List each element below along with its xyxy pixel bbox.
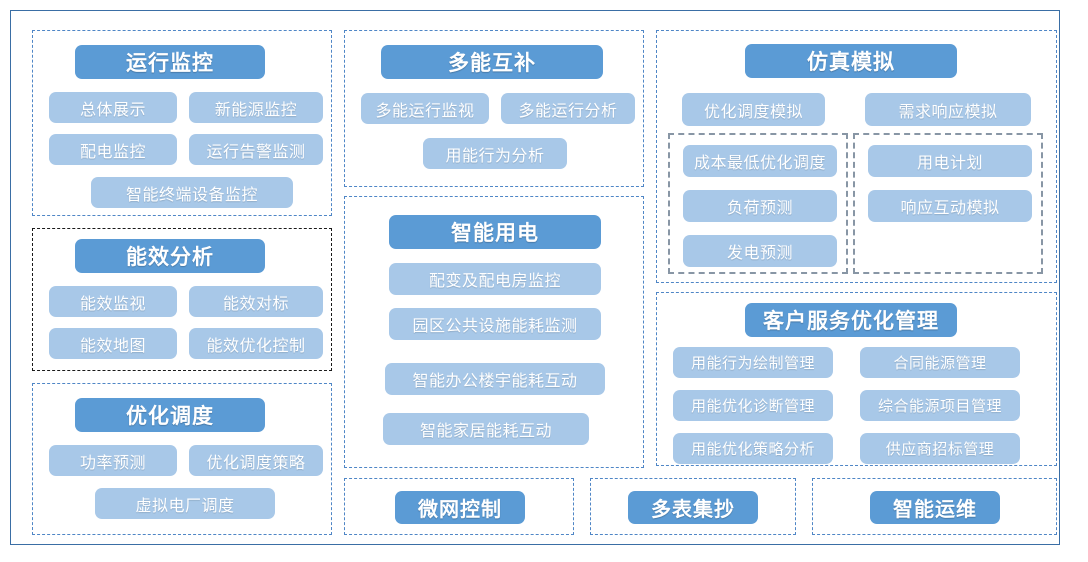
group-header-weiwang-kongzhi[interactable]: 微网控制 xyxy=(395,491,525,524)
group-youhua-diaodu[interactable]: 优化调度 功率预测 优化调度策略 虚拟电厂调度 xyxy=(32,383,332,535)
item-duoneng-yunxing-jianshi[interactable]: 多能运行监视 xyxy=(361,93,489,124)
item-xuqiu-xiangying-moni[interactable]: 需求响应模拟 xyxy=(865,93,1031,126)
item-nengxiao-duibiao[interactable]: 能效对标 xyxy=(189,286,323,317)
group-weiwang-kongzhi[interactable]: 微网控制 xyxy=(344,478,574,535)
group-header-zhineng-yongdian[interactable]: 智能用电 xyxy=(389,215,601,249)
group-header-kehu-fuwu-youhua-guanli[interactable]: 客户服务优化管理 xyxy=(745,303,957,337)
item-gongyingshang-zhaobiao-guanli[interactable]: 供应商招标管理 xyxy=(860,433,1020,464)
item-nengxiao-jianshi[interactable]: 能效监视 xyxy=(49,286,177,317)
group-header-youhua-diaodu[interactable]: 优化调度 xyxy=(75,398,265,432)
subgroup-fangzhen-left[interactable]: 成本最低优化调度 负荷预测 发电预测 xyxy=(668,133,848,274)
item-peidian-jiankong[interactable]: 配电监控 xyxy=(49,134,177,165)
group-fangzhen-moni[interactable]: 仿真模拟 优化调度模拟 需求响应模拟 成本最低优化调度 负荷预测 发电预测 用电… xyxy=(656,30,1057,283)
item-zonghe-nengyuan-xiangmu-guanli[interactable]: 综合能源项目管理 xyxy=(860,390,1020,421)
item-youhua-diaodu-celve[interactable]: 优化调度策略 xyxy=(189,445,323,476)
item-yongneng-xingwei-fenxi[interactable]: 用能行为分析 xyxy=(423,138,567,169)
group-zhineng-yunwei[interactable]: 智能运维 xyxy=(812,478,1057,535)
item-yongneng-youhua-celve-fenxi[interactable]: 用能优化策略分析 xyxy=(673,433,833,464)
group-zhineng-yongdian[interactable]: 智能用电 配变及配电房监控 园区公共设施能耗监测 智能办公楼宇能耗互动 智能家居… xyxy=(344,196,644,468)
item-xinnengyuan-jiankong[interactable]: 新能源监控 xyxy=(189,92,323,123)
group-header-nengxiao-fenxi[interactable]: 能效分析 xyxy=(75,239,265,273)
item-zhineng-zhongduan-shebei-jiankong[interactable]: 智能终端设备监控 xyxy=(91,177,293,208)
group-header-zhineng-yunwei[interactable]: 智能运维 xyxy=(870,491,1000,524)
item-chengben-zuidi-youhua-diaodu[interactable]: 成本最低优化调度 xyxy=(683,145,837,177)
item-xuni-dianchang-diaodu[interactable]: 虚拟电厂调度 xyxy=(95,488,275,519)
outer-frame xyxy=(10,10,1060,545)
subgroup-fangzhen-right[interactable]: 用电计划 响应互动模拟 xyxy=(853,133,1043,274)
item-gonglv-yuce[interactable]: 功率预测 xyxy=(49,445,177,476)
item-yongdian-jihua[interactable]: 用电计划 xyxy=(868,145,1032,177)
item-xiangying-hudong-moni[interactable]: 响应互动模拟 xyxy=(868,190,1032,222)
item-duoneng-yunxing-fenxi[interactable]: 多能运行分析 xyxy=(501,93,635,124)
item-youhua-diaodu-moni[interactable]: 优化调度模拟 xyxy=(682,93,825,126)
item-fadian-yuce[interactable]: 发电预测 xyxy=(683,235,837,267)
group-header-yunxing-jiankong[interactable]: 运行监控 xyxy=(75,45,265,79)
item-peibian-ji-peidianfang-jiankong[interactable]: 配变及配电房监控 xyxy=(389,263,601,295)
item-yongneng-youhua-zhenduan-guanli[interactable]: 用能优化诊断管理 xyxy=(673,390,833,421)
group-nengxiao-fenxi[interactable]: 能效分析 能效监视 能效对标 能效地图 能效优化控制 xyxy=(32,228,332,371)
item-yongneng-xingwei-huizhi-guanli[interactable]: 用能行为绘制管理 xyxy=(673,347,833,378)
item-zongti-zhanshi[interactable]: 总体展示 xyxy=(49,92,177,123)
item-hetong-nengyuan-guanli[interactable]: 合同能源管理 xyxy=(860,347,1020,378)
item-yunxing-gaojing-jiance[interactable]: 运行告警监测 xyxy=(189,134,323,165)
group-header-duobiao-jichao[interactable]: 多表集抄 xyxy=(628,491,758,524)
group-header-duoneng-hubu[interactable]: 多能互补 xyxy=(381,45,603,79)
group-duobiao-jichao[interactable]: 多表集抄 xyxy=(590,478,796,535)
item-yuanqu-gonggong-sheshi-nenghao-jiance[interactable]: 园区公共设施能耗监测 xyxy=(389,308,601,340)
item-zhineng-jiaju-nenghao-hudong[interactable]: 智能家居能耗互动 xyxy=(383,413,589,445)
group-header-fangzhen-moni[interactable]: 仿真模拟 xyxy=(745,44,957,78)
group-yunxing-jiankong[interactable]: 运行监控 总体展示 新能源监控 配电监控 运行告警监测 智能终端设备监控 xyxy=(32,30,332,216)
item-nengxiao-youhua-kongzhi[interactable]: 能效优化控制 xyxy=(189,328,323,359)
item-fuhe-yuce[interactable]: 负荷预测 xyxy=(683,190,837,222)
group-duoneng-hubu[interactable]: 多能互补 多能运行监视 多能运行分析 用能行为分析 xyxy=(344,30,644,187)
item-nengxiao-ditu[interactable]: 能效地图 xyxy=(49,328,177,359)
item-zhineng-bangong-louyu-nenghao-hudong[interactable]: 智能办公楼宇能耗互动 xyxy=(385,363,605,395)
group-kehu-fuwu-youhua-guanli[interactable]: 客户服务优化管理 用能行为绘制管理 合同能源管理 用能优化诊断管理 综合能源项目… xyxy=(656,292,1057,466)
